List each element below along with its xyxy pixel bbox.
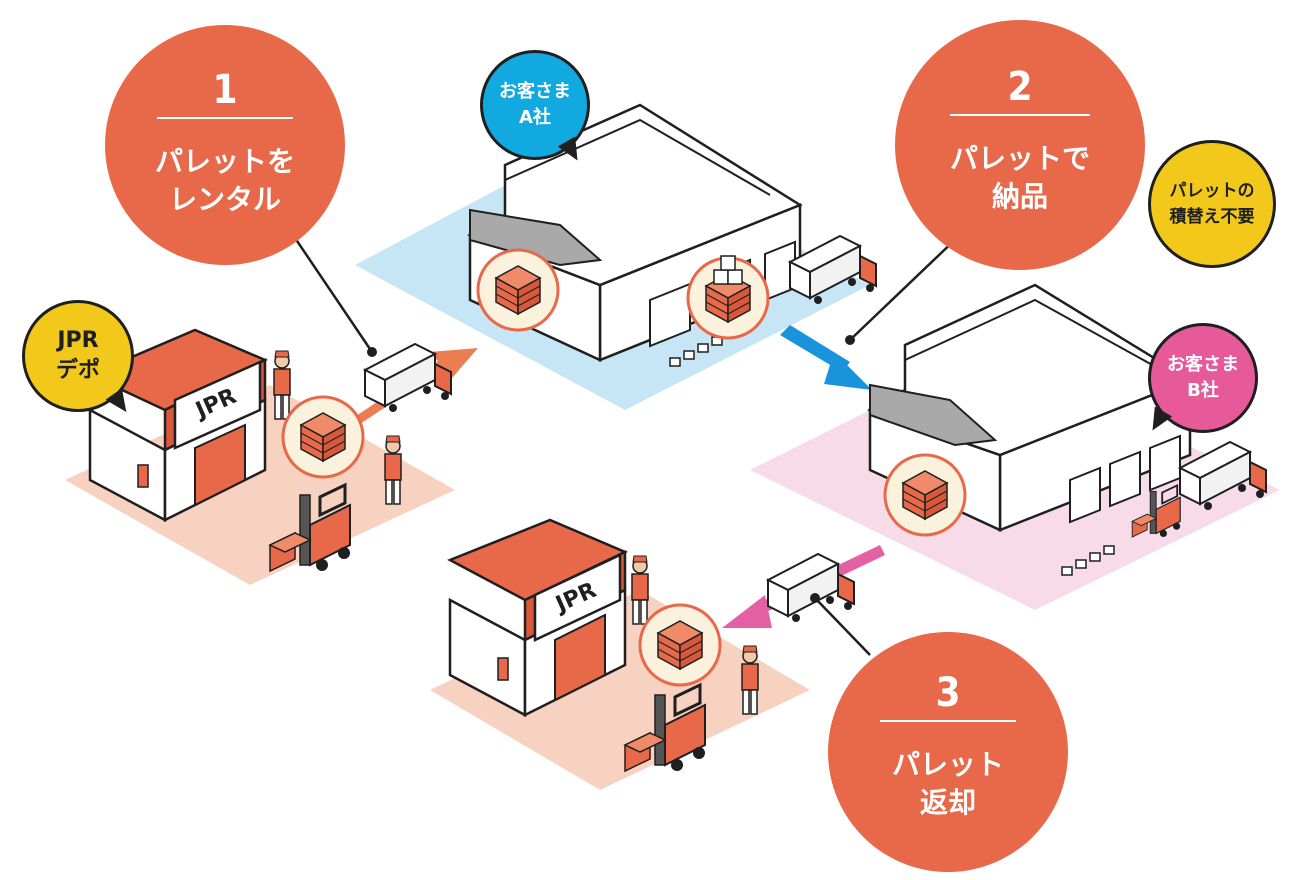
step-label: パレット	[891, 748, 1004, 781]
jpr-depot-building: JPR	[86, 328, 268, 523]
step-1-circle: 1 パレットを レンタル	[105, 25, 345, 265]
no-reload-note-bubble: パレットの 積替え不要	[1148, 140, 1276, 268]
step-divider	[880, 720, 1016, 722]
depot-bubble: JPR デポ	[22, 300, 134, 412]
step-label: 納品	[991, 180, 1048, 213]
customer-b-bubble: お客さま B社	[1148, 323, 1258, 433]
step-label: パレットで	[949, 142, 1090, 175]
bubble-text: デポ	[55, 358, 100, 383]
step-label: パレットを	[154, 145, 295, 178]
step-2-circle: 2 パレットで 納品	[895, 20, 1145, 270]
delivery-arrow	[780, 325, 872, 390]
jpr-return-depot-building: JPR	[447, 518, 629, 718]
step-divider	[950, 114, 1090, 116]
step-label: レンタル	[168, 183, 281, 216]
bubble-text: パレットの	[1169, 181, 1255, 201]
pallet-icon	[638, 603, 722, 687]
step-number: 3	[935, 670, 961, 716]
pallet-icon	[476, 248, 560, 332]
bubble-text: お客さま	[1167, 354, 1239, 375]
step-label: 返却	[919, 786, 976, 819]
cargo-stack	[713, 255, 743, 285]
bubble-text: B社	[1187, 380, 1219, 401]
pallet-icon	[281, 395, 365, 479]
customer-a-bubble: お客さま A社	[480, 50, 590, 160]
step-connector-lines	[291, 234, 961, 656]
step-number: 2	[1007, 64, 1033, 110]
pallet-icon	[883, 453, 967, 537]
bubble-text: お客さま	[499, 81, 571, 102]
step-3-circle: 3 パレット 返却	[828, 632, 1068, 872]
bubble-text: A社	[519, 107, 551, 128]
bubble-text: 積替え不要	[1169, 207, 1255, 227]
step-divider	[157, 117, 293, 119]
bubble-text: JPR	[57, 328, 99, 353]
cargo-boxes	[669, 336, 1115, 576]
step-number: 1	[212, 67, 238, 113]
